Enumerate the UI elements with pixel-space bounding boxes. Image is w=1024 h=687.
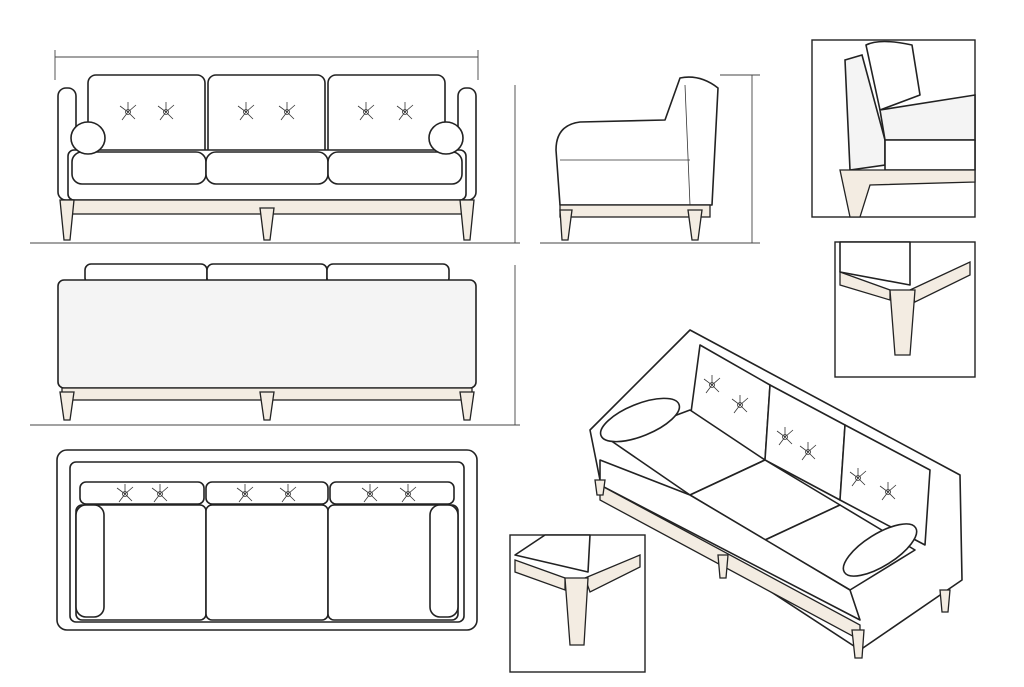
plan-view [56,449,478,631]
rear-elevation-view [30,263,520,426]
leg-joint-detail-lower [509,534,646,673]
frame-section-detail [811,39,976,218]
front-elevation-view [30,50,520,244]
leg-joint-detail-upper [834,241,976,378]
side-elevation-view [540,74,760,244]
isometric-view [589,329,963,659]
